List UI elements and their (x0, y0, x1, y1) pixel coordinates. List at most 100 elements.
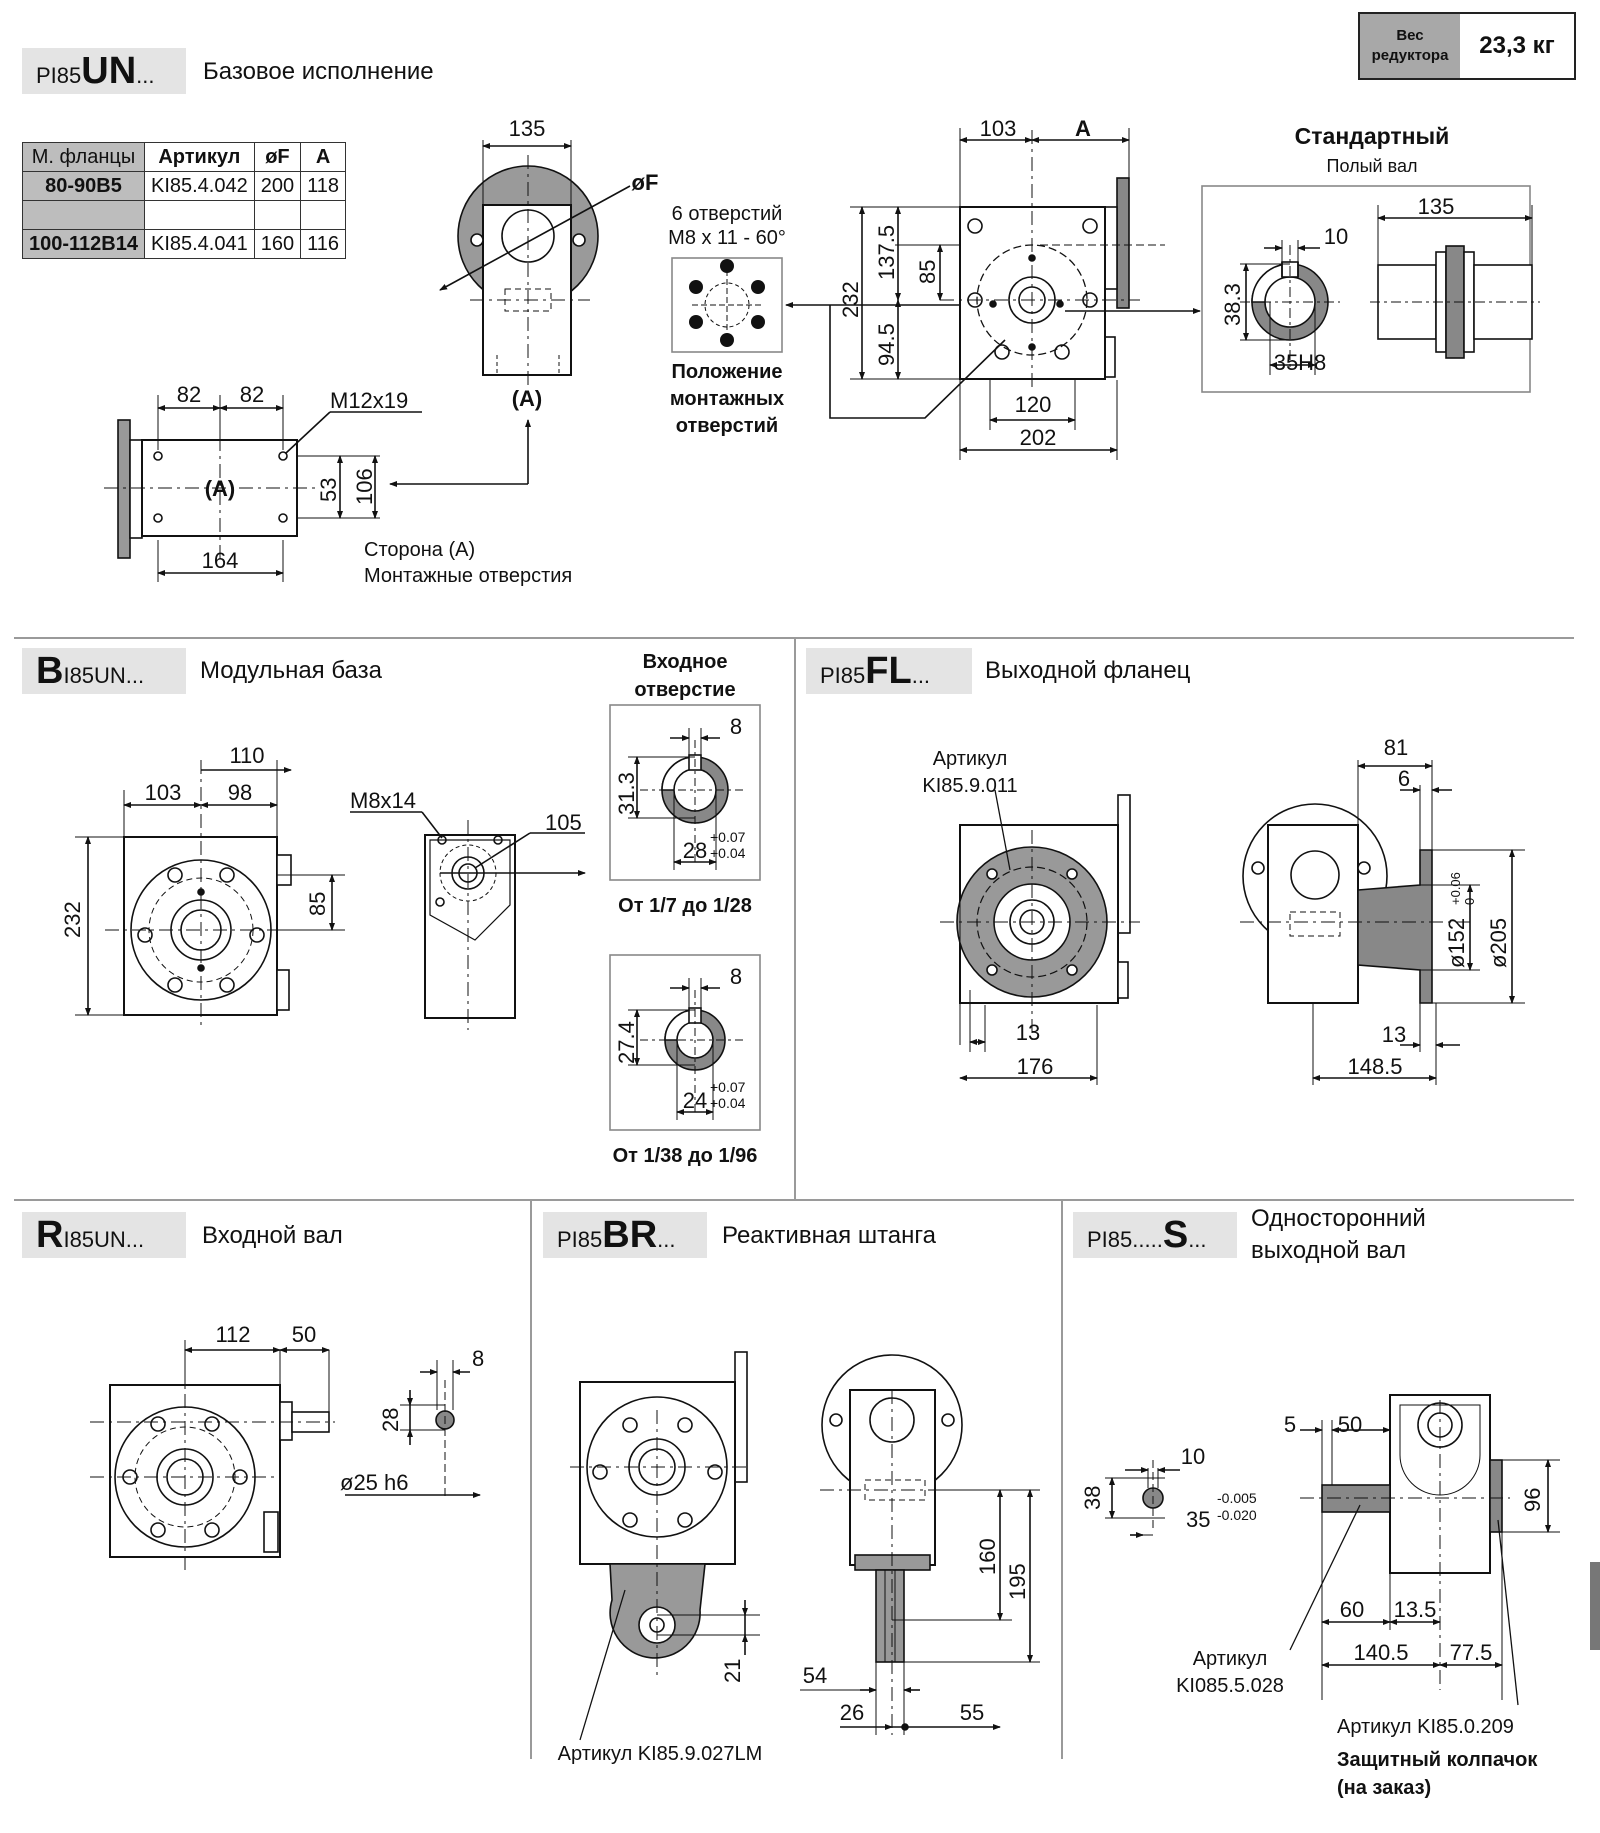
cap-label-1: Защитный колпачок (1337, 1749, 1538, 1771)
table-cell: 116 (300, 229, 346, 259)
table-cell: 118 (300, 171, 346, 201)
input-hole-label-2: отверстие (634, 679, 735, 701)
single-dim-5: 5 (1284, 1412, 1296, 1437)
tol-3b: 0 (1462, 898, 1477, 905)
col-header: Артикул (143, 142, 255, 172)
dim-106: 106 (352, 468, 377, 505)
tol-1b: +0.04 (710, 845, 746, 861)
m8x14-label: M8x14 (350, 788, 416, 813)
divider-bottom-1 (530, 1199, 532, 1759)
dim-82b: 82 (240, 382, 264, 407)
flange-table: М. фланцы Артикул øF A 80-90B5 KI85.4.04… (22, 142, 346, 259)
ratio-1-label: От 1/7 до 1/28 (618, 895, 752, 917)
shaft-dim-25h6: ø25 h6 (340, 1470, 409, 1495)
shaft-dim-28: 28 (378, 1408, 403, 1432)
col-header: øF (253, 142, 302, 172)
divider-bottom-2 (1061, 1199, 1063, 1759)
section-title-base: Базовое исполнение (203, 58, 434, 85)
shaft-dim-8: 8 (472, 1346, 484, 1371)
tol-4a: -0.005 (1217, 1490, 1257, 1506)
shaft-dim-50: 50 (292, 1322, 316, 1347)
single-dim-96: 96 (1520, 1488, 1545, 1512)
hole-dim-8a: 8 (730, 714, 742, 739)
single-article-label: Артикул (1193, 1648, 1268, 1670)
dim-94-5: 94.5 (874, 323, 899, 366)
table-row: 80-90B5 KI85.4.042 200 118 (22, 171, 346, 201)
side-a-label: Сторона (A) (364, 539, 475, 561)
a-mark-front: (A) (512, 386, 543, 411)
dim-232: 232 (838, 281, 863, 318)
dim-A: A (1075, 116, 1091, 141)
flange-dim-148-5: 148.5 (1347, 1054, 1402, 1079)
flange-article-code: KI85.9.011 (922, 775, 1017, 797)
mod-dim-103: 103 (145, 780, 182, 805)
shaft-dim-112: 112 (215, 1322, 250, 1347)
input-hole-detail-2 (609, 954, 761, 1131)
col-header: A (300, 142, 346, 172)
section-title-input-shaft: Входной вал (202, 1222, 343, 1249)
dim-120: 120 (1015, 392, 1052, 417)
output-flange-front (940, 789, 1140, 1085)
single-dim-140-5: 140.5 (1353, 1640, 1408, 1665)
page-side-tab (1590, 1562, 1600, 1650)
single-dim-13-5: 13.5 (1394, 1597, 1437, 1622)
pos-label-2: монтажных (670, 388, 784, 410)
table-cell: 160 (253, 229, 302, 259)
flange-article-label: Артикул (933, 748, 1008, 770)
table-row: 100-112B14 KI85.4.041 160 116 (22, 229, 346, 259)
tol-1a: +0.07 (710, 829, 746, 845)
hole-dim-8b: 8 (730, 964, 742, 989)
tol-2a: +0.07 (710, 1079, 746, 1095)
dim-103: 103 (980, 116, 1017, 141)
table-cell: KI85.4.041 (143, 229, 255, 259)
hole-dim-24: 24 (683, 1088, 707, 1113)
weight-label-1: Вес (1396, 27, 1424, 44)
section-title-single-shaft-2: выходной вал (1251, 1237, 1407, 1264)
input-hole-label-1: Входное (643, 651, 728, 673)
arm-article-label: Артикул KI85.9.027LM (558, 1743, 763, 1765)
arm-dim-195: 195 (1005, 1563, 1030, 1600)
arm-dim-55: 55 (960, 1700, 984, 1725)
holes-label-1: 6 отверстий (672, 203, 783, 225)
col-header: М. фланцы (22, 142, 145, 172)
a-mark-side: (A) (205, 476, 236, 501)
modular-base-view (75, 760, 586, 1030)
output-flange-side (1240, 760, 1525, 1085)
arm-dim-26: 26 (840, 1700, 864, 1725)
single-dim-50: 50 (1338, 1412, 1362, 1437)
arm-dim-21: 21 (720, 1659, 745, 1683)
tol-2b: +0.04 (710, 1095, 746, 1111)
tol-3a: +0.06 (1448, 872, 1463, 905)
table-cell: 200 (253, 171, 302, 201)
single-dim-38: 38 (1080, 1486, 1105, 1510)
dim-137-5: 137.5 (874, 225, 899, 280)
flange-dim-205: ø205 (1486, 918, 1511, 968)
pos-label-1: Положение (671, 361, 782, 383)
standard-label: Стандартный (1295, 123, 1450, 149)
ratio-2-label: От 1/38 до 1/96 (613, 1145, 758, 1167)
mounting-hole-pattern (671, 257, 990, 353)
single-article-code: KI085.5.028 (1176, 1675, 1284, 1697)
single-dim-35: 35 (1186, 1507, 1210, 1532)
dim-38-3: 38.3 (1220, 283, 1245, 326)
torque-arm-front (570, 1351, 760, 1741)
table-cell: 100-112B14 (22, 229, 145, 259)
flange-dim-81: 81 (1384, 735, 1408, 760)
dim-10: 10 (1324, 224, 1348, 249)
table-row (22, 200, 346, 230)
weight-label-2: редуктора (1371, 47, 1449, 64)
single-dim-60: 60 (1340, 1597, 1364, 1622)
cap-label-2: (на заказ) (1337, 1777, 1431, 1799)
dim-35H8: 35H8 (1274, 350, 1327, 375)
code-tag-single-shaft: PI85.....S... (1073, 1212, 1237, 1258)
gearbox-front-view (829, 128, 1201, 460)
divider-mid-top (794, 637, 796, 1199)
single-shaft-view (1105, 1394, 1560, 1706)
torque-arm-side (800, 1354, 1040, 1735)
input-hole-detail-1 (609, 704, 761, 881)
dim-82a: 82 (177, 382, 201, 407)
